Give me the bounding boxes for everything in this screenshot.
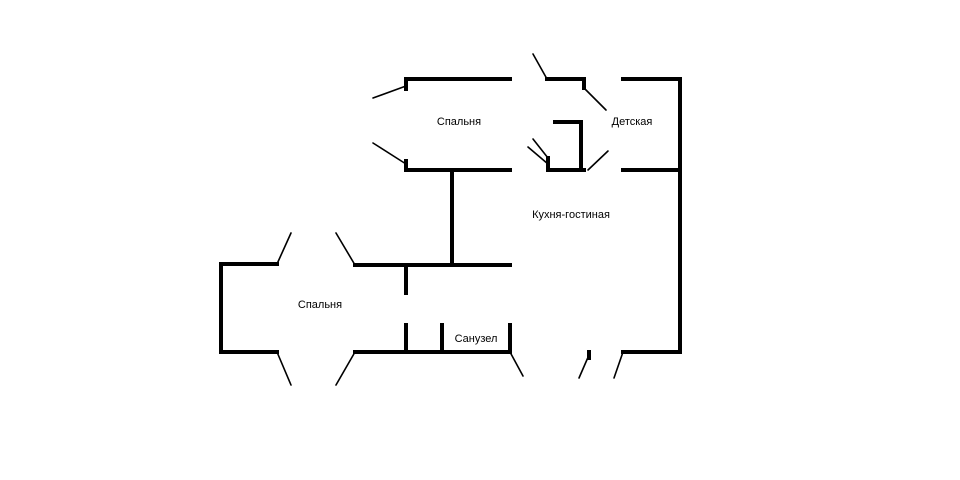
door-niche-1	[532, 138, 549, 159]
door-bottom-bedroom-bottom-right	[335, 351, 356, 386]
door-bottom-bedroom-bottom-left	[276, 351, 292, 386]
door-top-bedroom-upper	[372, 85, 407, 99]
door-top-bedroom-lower	[372, 142, 407, 165]
wall-top-bedroom-north	[404, 77, 512, 91]
room-labels: Спальня Детская Кухня-гостиная Спальня С…	[298, 116, 653, 345]
wall-kids-north-left	[545, 77, 586, 90]
door-south-entry-right	[613, 351, 624, 379]
room-label-bedroom-bottom: Спальня	[298, 299, 342, 311]
doors	[276, 53, 624, 386]
wall-bottom-bedroom-west	[219, 262, 279, 354]
door-kids-top-left	[532, 53, 548, 80]
door-south-entry-left	[578, 354, 590, 379]
wall-kids-niche	[553, 120, 583, 172]
door-kids-bottom-right	[587, 150, 609, 171]
room-label-kids-room: Детская	[612, 116, 653, 128]
door-bottom-bedroom-top-left	[276, 232, 292, 265]
door-bottom-bedroom-top-right	[335, 232, 356, 266]
door-niche-2	[527, 146, 549, 165]
room-label-bathroom: Санузел	[455, 333, 498, 345]
door-kids-top-right	[583, 87, 607, 111]
room-label-bedroom-top: Спальня	[437, 116, 481, 128]
room-label-kitchen-living: Кухня-гостиная	[532, 209, 610, 221]
door-south-bath	[509, 351, 524, 377]
wall-top-bedroom-south	[404, 159, 512, 172]
